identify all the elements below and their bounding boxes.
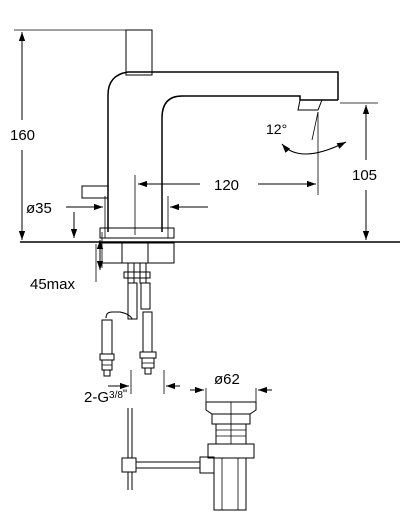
swivel-angle-label: 12° — [266, 121, 287, 137]
popup-rod — [121, 408, 200, 490]
faucet-body — [81, 29, 339, 239]
popup-waste: ø62 — [190, 371, 272, 511]
connection-thread-callout: 2-G3/8" — [84, 370, 180, 406]
swivel-angle: 12° — [266, 111, 347, 155]
mounting-assembly — [99, 232, 175, 284]
reach-label: 120 — [214, 177, 239, 194]
flexible-hoses — [99, 282, 157, 377]
thread-label: 2-G3/8" — [84, 387, 127, 406]
height-total-label: 160 — [10, 127, 35, 144]
waste-diameter-label: ø62 — [214, 371, 240, 388]
dimension-height-total: 160 — [10, 29, 126, 240]
base-diameter-label: ø35 — [26, 200, 52, 217]
dimension-deck-max: 45max — [30, 240, 104, 293]
curved-double-arrow-icon — [281, 141, 347, 155]
deck-max-label: 45max — [30, 276, 76, 293]
dimension-base-diameter: ø35 — [26, 196, 208, 238]
dimension-height-outlet: 105 — [340, 102, 378, 240]
height-outlet-label: 105 — [352, 167, 377, 184]
dimension-reach: 120 — [134, 112, 319, 235]
